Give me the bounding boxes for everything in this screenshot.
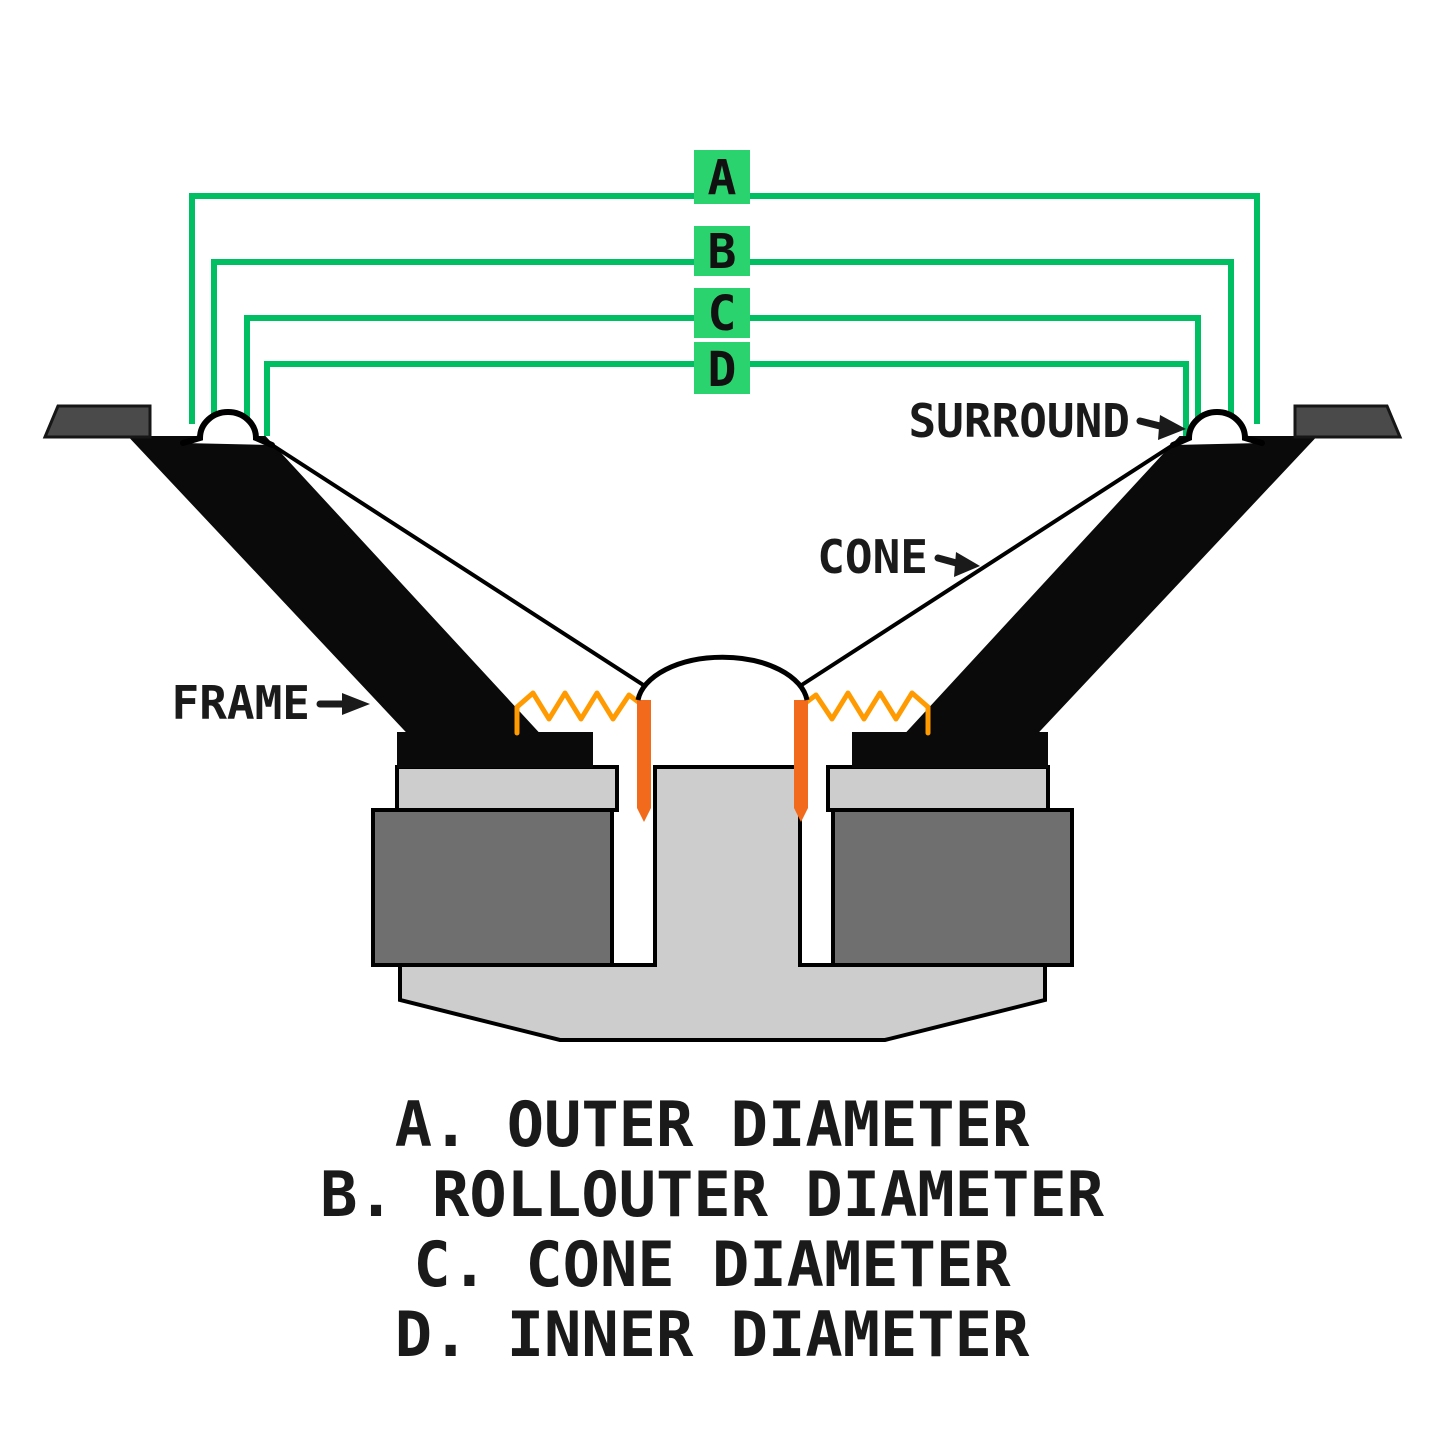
frame-arrowhead-icon (342, 693, 370, 715)
legend: A. OUTER DIAMETER B. ROLLOUTER DIAMETER … (320, 1088, 1105, 1371)
dimension-letter-boxes: A B C D (694, 150, 750, 398)
legend-line-d: D. INNER DIAMETER (395, 1298, 1030, 1371)
dim-letter-c: C (708, 286, 737, 342)
legend-line-b: B. ROLLOUTER DIAMETER (320, 1158, 1105, 1231)
dim-letter-b: B (708, 224, 737, 280)
legend-line-a: A. OUTER DIAMETER (395, 1088, 1030, 1161)
speaker-left-half (45, 406, 651, 965)
dim-box-c (694, 288, 750, 338)
dim-box-a (694, 150, 750, 204)
legend-line-c: C. CONE DIAMETER (413, 1228, 1011, 1301)
speaker-right-half (794, 406, 1400, 965)
cone-arrowhead-icon (954, 552, 980, 577)
part-labels: SURROUND CONE FRAME (172, 394, 1186, 730)
dim-letter-a: A (708, 150, 737, 206)
cone-label: CONE (817, 530, 928, 584)
surround-arrowhead-icon (1158, 415, 1186, 440)
dust-cap (635, 654, 810, 701)
frame-label: FRAME (172, 676, 310, 730)
dim-box-d (694, 342, 750, 394)
dim-box-b (694, 226, 750, 276)
dim-letter-d: D (708, 342, 737, 398)
surround-label: SURROUND (908, 394, 1130, 448)
